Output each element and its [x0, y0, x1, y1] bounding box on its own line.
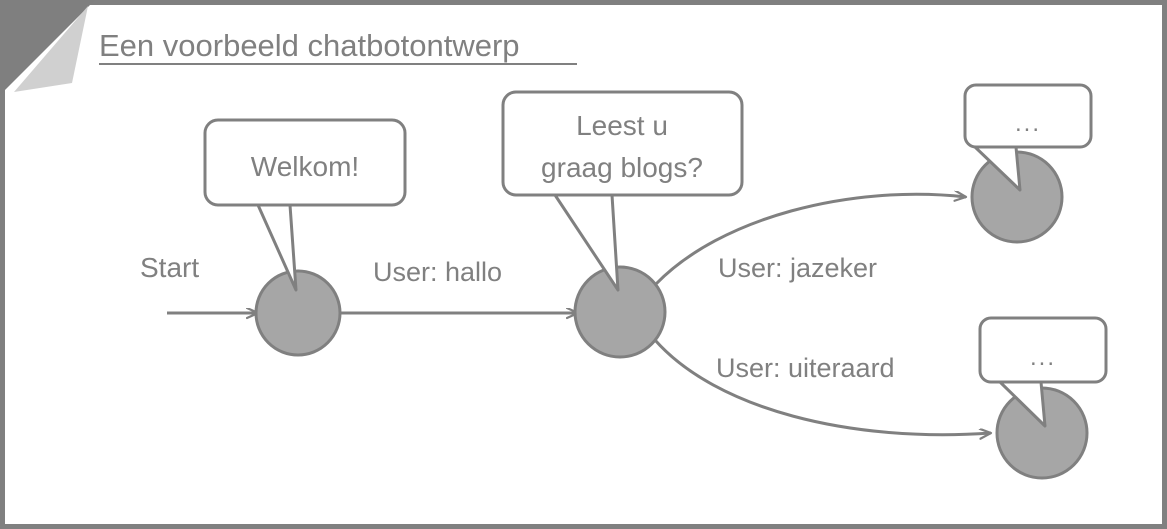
edge-jazeker-label: User: jazeker [718, 253, 877, 283]
node-bot-yes-branch-state[interactable]: ... [963, 83, 1093, 244]
bubble-yes-line-1: ... [1015, 110, 1041, 137]
bubble-tail-stroke [973, 145, 1022, 192]
edge-hallo-label: User: hallo [373, 257, 502, 287]
bubble-question-line-1: Leest u [576, 110, 668, 141]
speech-bubble-yes [963, 83, 1093, 149]
bubble-tail-stroke [998, 380, 1047, 428]
node-circle[interactable] [254, 269, 342, 357]
speech-bubble-ofcourse [978, 316, 1108, 384]
node-bot-greeting-state[interactable]: Welkom! [203, 118, 407, 357]
speech-bubble-question [501, 90, 744, 197]
edge-uiteraard-line [653, 339, 991, 435]
fold-corner-dark [0, 0, 95, 95]
start-label: Start [140, 252, 199, 283]
node-bot-question-state[interactable]: Leest u graag blogs? [501, 90, 744, 359]
speech-bubble-welkom [203, 118, 407, 207]
bubble-tail-stroke [256, 203, 298, 292]
bubble-welkom-line-1: Welkom! [251, 151, 359, 182]
node-circle[interactable] [573, 265, 667, 359]
edge-uiteraard-label: User: uiteraard [716, 353, 895, 383]
bubble-tail-stroke [553, 193, 620, 292]
fold-corner-light [14, 6, 88, 92]
page-title: Een voorbeeld chatbotontwerp [99, 28, 520, 63]
bubble-ofcourse-line-1: ... [1030, 344, 1056, 371]
edge-jazeker-line [654, 194, 966, 286]
bubble-question-line-2: graag blogs? [541, 152, 703, 183]
node-bot-ofcourse-branch-state[interactable]: ... [978, 316, 1108, 480]
